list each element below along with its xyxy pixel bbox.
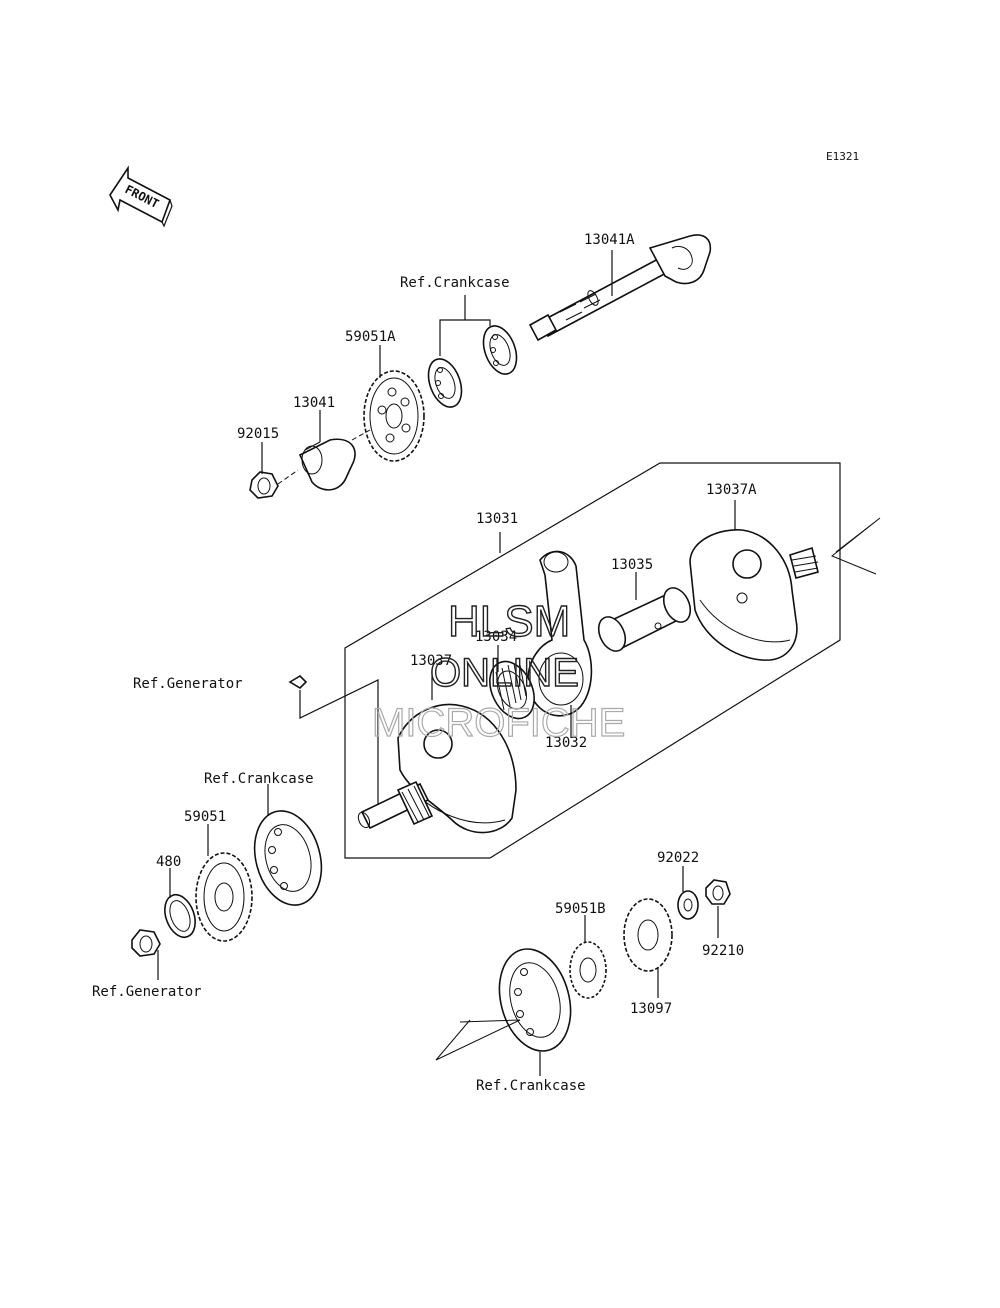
nut-ref-generator[interactable] (131, 929, 161, 957)
gear-13097[interactable] (623, 898, 673, 972)
label-ref-generator-bottom[interactable]: Ref.Generator (92, 984, 202, 1000)
label-59051b[interactable]: 59051B (555, 901, 606, 917)
label-59051a[interactable]: 59051A (345, 329, 396, 345)
label-ref-crankcase-top[interactable]: Ref.Crankcase (400, 275, 510, 291)
label-92015[interactable]: 92015 (237, 426, 279, 442)
bearing-right-crankcase[interactable] (489, 941, 582, 1059)
label-59051[interactable]: 59051 (184, 809, 226, 825)
gear-59051[interactable] (195, 852, 253, 942)
label-13037[interactable]: 13037 (410, 653, 452, 669)
crank-pin-13035[interactable] (594, 584, 696, 656)
balancer-weight-13041[interactable] (298, 438, 356, 491)
label-ref-generator-mid[interactable]: Ref.Generator (133, 676, 243, 692)
label-13032[interactable]: 13032 (545, 735, 587, 751)
label-ref-crankcase-bottom[interactable]: Ref.Crankcase (476, 1078, 586, 1094)
label-92022[interactable]: 92022 (657, 850, 699, 866)
watermark-line1: HLSM (448, 597, 570, 646)
front-arrow-icon: FRONT (109, 165, 173, 228)
label-92210[interactable]: 92210 (702, 943, 744, 959)
nut-92210[interactable] (705, 879, 731, 905)
watermark-line3: MICROFICHE (372, 701, 625, 745)
bearing-left-crankcase[interactable] (245, 803, 332, 912)
gear-59051a[interactable] (363, 370, 425, 462)
label-ref-crankcase-mid[interactable]: Ref.Crankcase (204, 771, 314, 787)
crank-half-13037[interactable] (356, 703, 517, 834)
label-480[interactable]: 480 (156, 854, 181, 870)
circlip-480[interactable] (159, 891, 200, 942)
nut-92015[interactable] (249, 471, 279, 499)
washer-92022[interactable] (677, 890, 699, 920)
label-13034[interactable]: 13034 (475, 629, 517, 645)
bearing-top-left[interactable] (422, 354, 467, 411)
label-13041[interactable]: 13041 (293, 395, 335, 411)
needle-bearing-13034[interactable] (481, 654, 543, 725)
label-13041a[interactable]: 13041A (584, 232, 635, 248)
label-13097[interactable]: 13097 (630, 1001, 672, 1017)
label-13031[interactable]: 13031 (476, 511, 518, 527)
diagram-code: E1321 (826, 150, 859, 163)
label-13035[interactable]: 13035 (611, 557, 653, 573)
balancer-shaft-13041a[interactable] (528, 234, 712, 342)
label-13037a[interactable]: 13037A (706, 482, 757, 498)
crank-half-13037a[interactable] (689, 529, 819, 661)
watermark-line2: ONLINE (430, 651, 579, 695)
connecting-rod-13032[interactable] (527, 550, 593, 717)
bearing-top-right[interactable] (477, 321, 522, 378)
gear-59051b[interactable] (569, 941, 607, 999)
woodruff-key-icon (288, 674, 308, 690)
